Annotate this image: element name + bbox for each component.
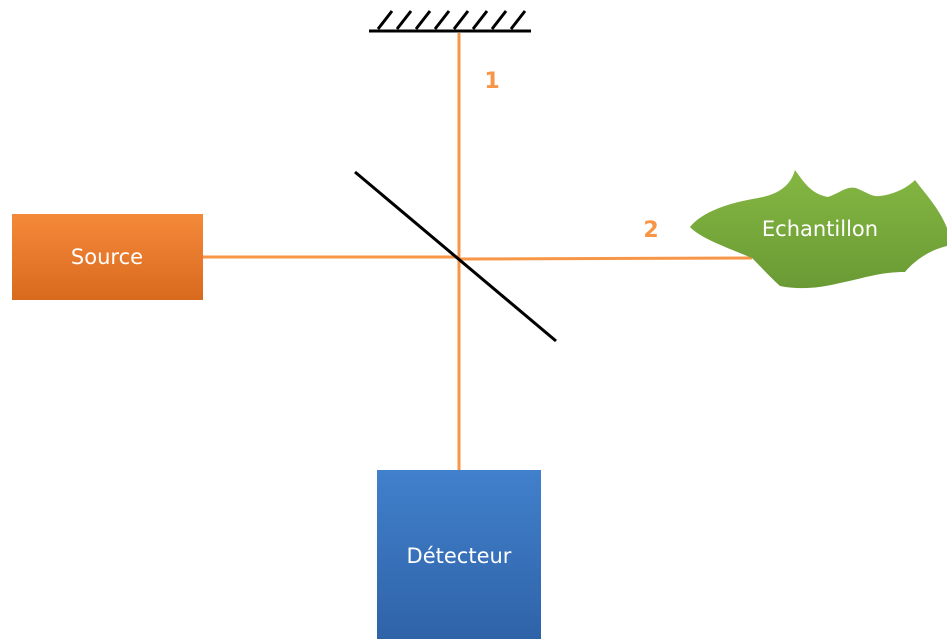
fixed-mirror <box>369 10 531 33</box>
detector-box <box>377 470 541 639</box>
path-2-label: 2 <box>643 218 658 243</box>
beam-splitter <box>354 170 557 343</box>
source-box <box>12 214 203 300</box>
mirror-hatching <box>376 10 527 30</box>
beam-splitter-to-sample <box>458 256 753 261</box>
beam-group <box>203 33 753 470</box>
detector-label: Détecteur <box>407 544 512 568</box>
path-1-label: 1 <box>484 69 499 94</box>
sample-label: Echantillon <box>762 217 878 241</box>
source-label: Source <box>71 245 143 269</box>
source-node: Source <box>12 214 203 300</box>
detector-node: Détecteur <box>377 470 541 639</box>
sample-shape <box>690 170 947 289</box>
sample-node: Echantillon <box>690 170 947 289</box>
